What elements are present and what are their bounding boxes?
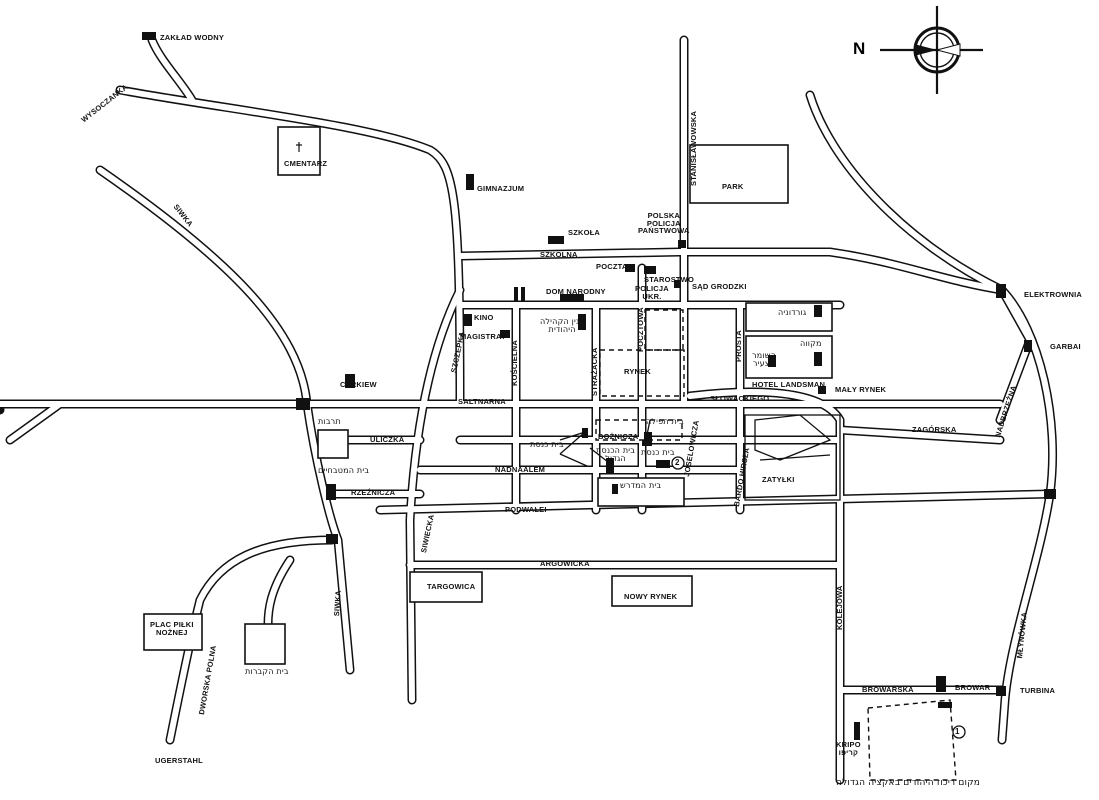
label-beit-kvarot: בית הקברות [245,667,289,676]
street-pocztowa: POCZTOWA [636,307,645,352]
street-zagorska: ZAGÓRSKA [912,425,957,434]
label-beit-tefila: בית תפילה [646,417,684,426]
label-kino: KINO [474,313,494,322]
marker-1 [952,725,966,739]
label-magistrat: MAGISTRAT [460,332,506,341]
road-network [0,35,1057,785]
label-turbina: TURBINA [1020,686,1056,695]
street-slowackiego: SŁOWACKIEGO [710,394,770,403]
street-saltnarna: SALTNARNA [458,397,506,406]
buildings [142,32,1056,740]
street-boznicza: BOŻNICZA [598,432,639,441]
marker-1-label: 1 [955,727,960,736]
label-policja-panstwowa: POLSKA POLICJA PAŃSTWOWA [638,211,690,235]
label-ugerstahl: UGERSTAHL [155,756,203,765]
street-rzeznicza: RZEŹNICZA [351,488,396,497]
street-uliczka: ULICZKA [370,435,405,444]
label-browar: BROWAR [955,683,991,692]
street-browarska: BROWARSKA [862,685,914,694]
legend-caption: מקום ריכוז היהודים באקציה הגדולה [836,778,981,788]
street-koscielna: KOŚCIELNA [510,340,519,386]
street-strazacka: STRAŻACKA [590,347,599,396]
compass-rose-icon [880,6,983,94]
cross-icon [296,142,302,152]
street-kolejowa: KOLEJOWA [835,585,844,630]
street-siwka-lower: SIWKA [332,589,343,617]
pointer-lines [559,419,651,467]
label-cerkiew: CERKIEW [340,380,377,389]
label-maly-rynek: MAŁY RYNEK [835,385,887,394]
label-zatylki: ZATYŁKI [762,475,795,484]
street-stanislawowska: STANISŁAWOWSKA [689,110,698,186]
label-kripo: KRIPO קריפו [836,740,861,757]
label-hashomer: השומר הצעיר [752,351,777,368]
label-chvoya: מקווה [800,339,822,348]
label-sad-grodzki: SĄD GRODZKI [692,282,747,291]
label-policja-ukr: POLICJA UKR. [635,284,669,301]
label-beit-knesset-gadol: בית הכנסת הגדול [596,446,636,463]
compass-north-label: N [853,39,866,58]
street-szkolna: SZKOLNA [540,250,578,259]
label-dom-narodny: DOM NARODNY [546,287,606,296]
label-cmentarz: CMENTARZ [284,159,328,168]
label-targowica: TARGOWICA [427,582,476,591]
label-poczta: POCZTA [596,262,628,271]
marker-2 [671,456,685,470]
label-gimnazjum: GIMNAZJUM [477,184,525,193]
label-plac-pilki: PLAC PIŁKI NOŻNEJ [150,620,194,637]
label-park: PARK [722,182,744,191]
road-fill [0,37,1056,783]
label-nowy-rynek: NOWY RYNEK [624,592,678,601]
label-szkola: SZKOŁA [568,228,601,237]
label-gordonia: גורדוניה [778,308,807,317]
label-garbai: GARBAI [1050,342,1081,351]
label-tarbut: תרבות [318,417,341,426]
label-rynek: RYNEK [624,367,651,376]
label-keren: בנין הקהילה היהודית [540,317,585,334]
marker-2-label: 2 [675,458,680,467]
label-hotel-landsman: HOTEL LANDSMAN [752,380,826,389]
label-elektrownia: ELEKTROWNIA [1024,290,1083,299]
label-starostwo: STAROSTWO [644,275,694,284]
street-podwalei: PODWAŁEI [505,505,547,514]
label-beit-knesset: בית כנסת [530,440,564,449]
label-zaklad-wodny: ZAKŁAD WODNY [160,33,225,42]
street-nadnaalem: NADNAALEM [495,465,546,474]
blocks [143,126,957,781]
label-beit-knesset-2: בית כנסת [641,448,675,457]
street-prosta: PROSTA [734,330,743,362]
label-maccabi: בית המטבחיים [318,466,370,475]
street-argowicka: ARGOWICKA [540,559,590,568]
label-beit-midrash: בית המדרש [620,481,662,490]
